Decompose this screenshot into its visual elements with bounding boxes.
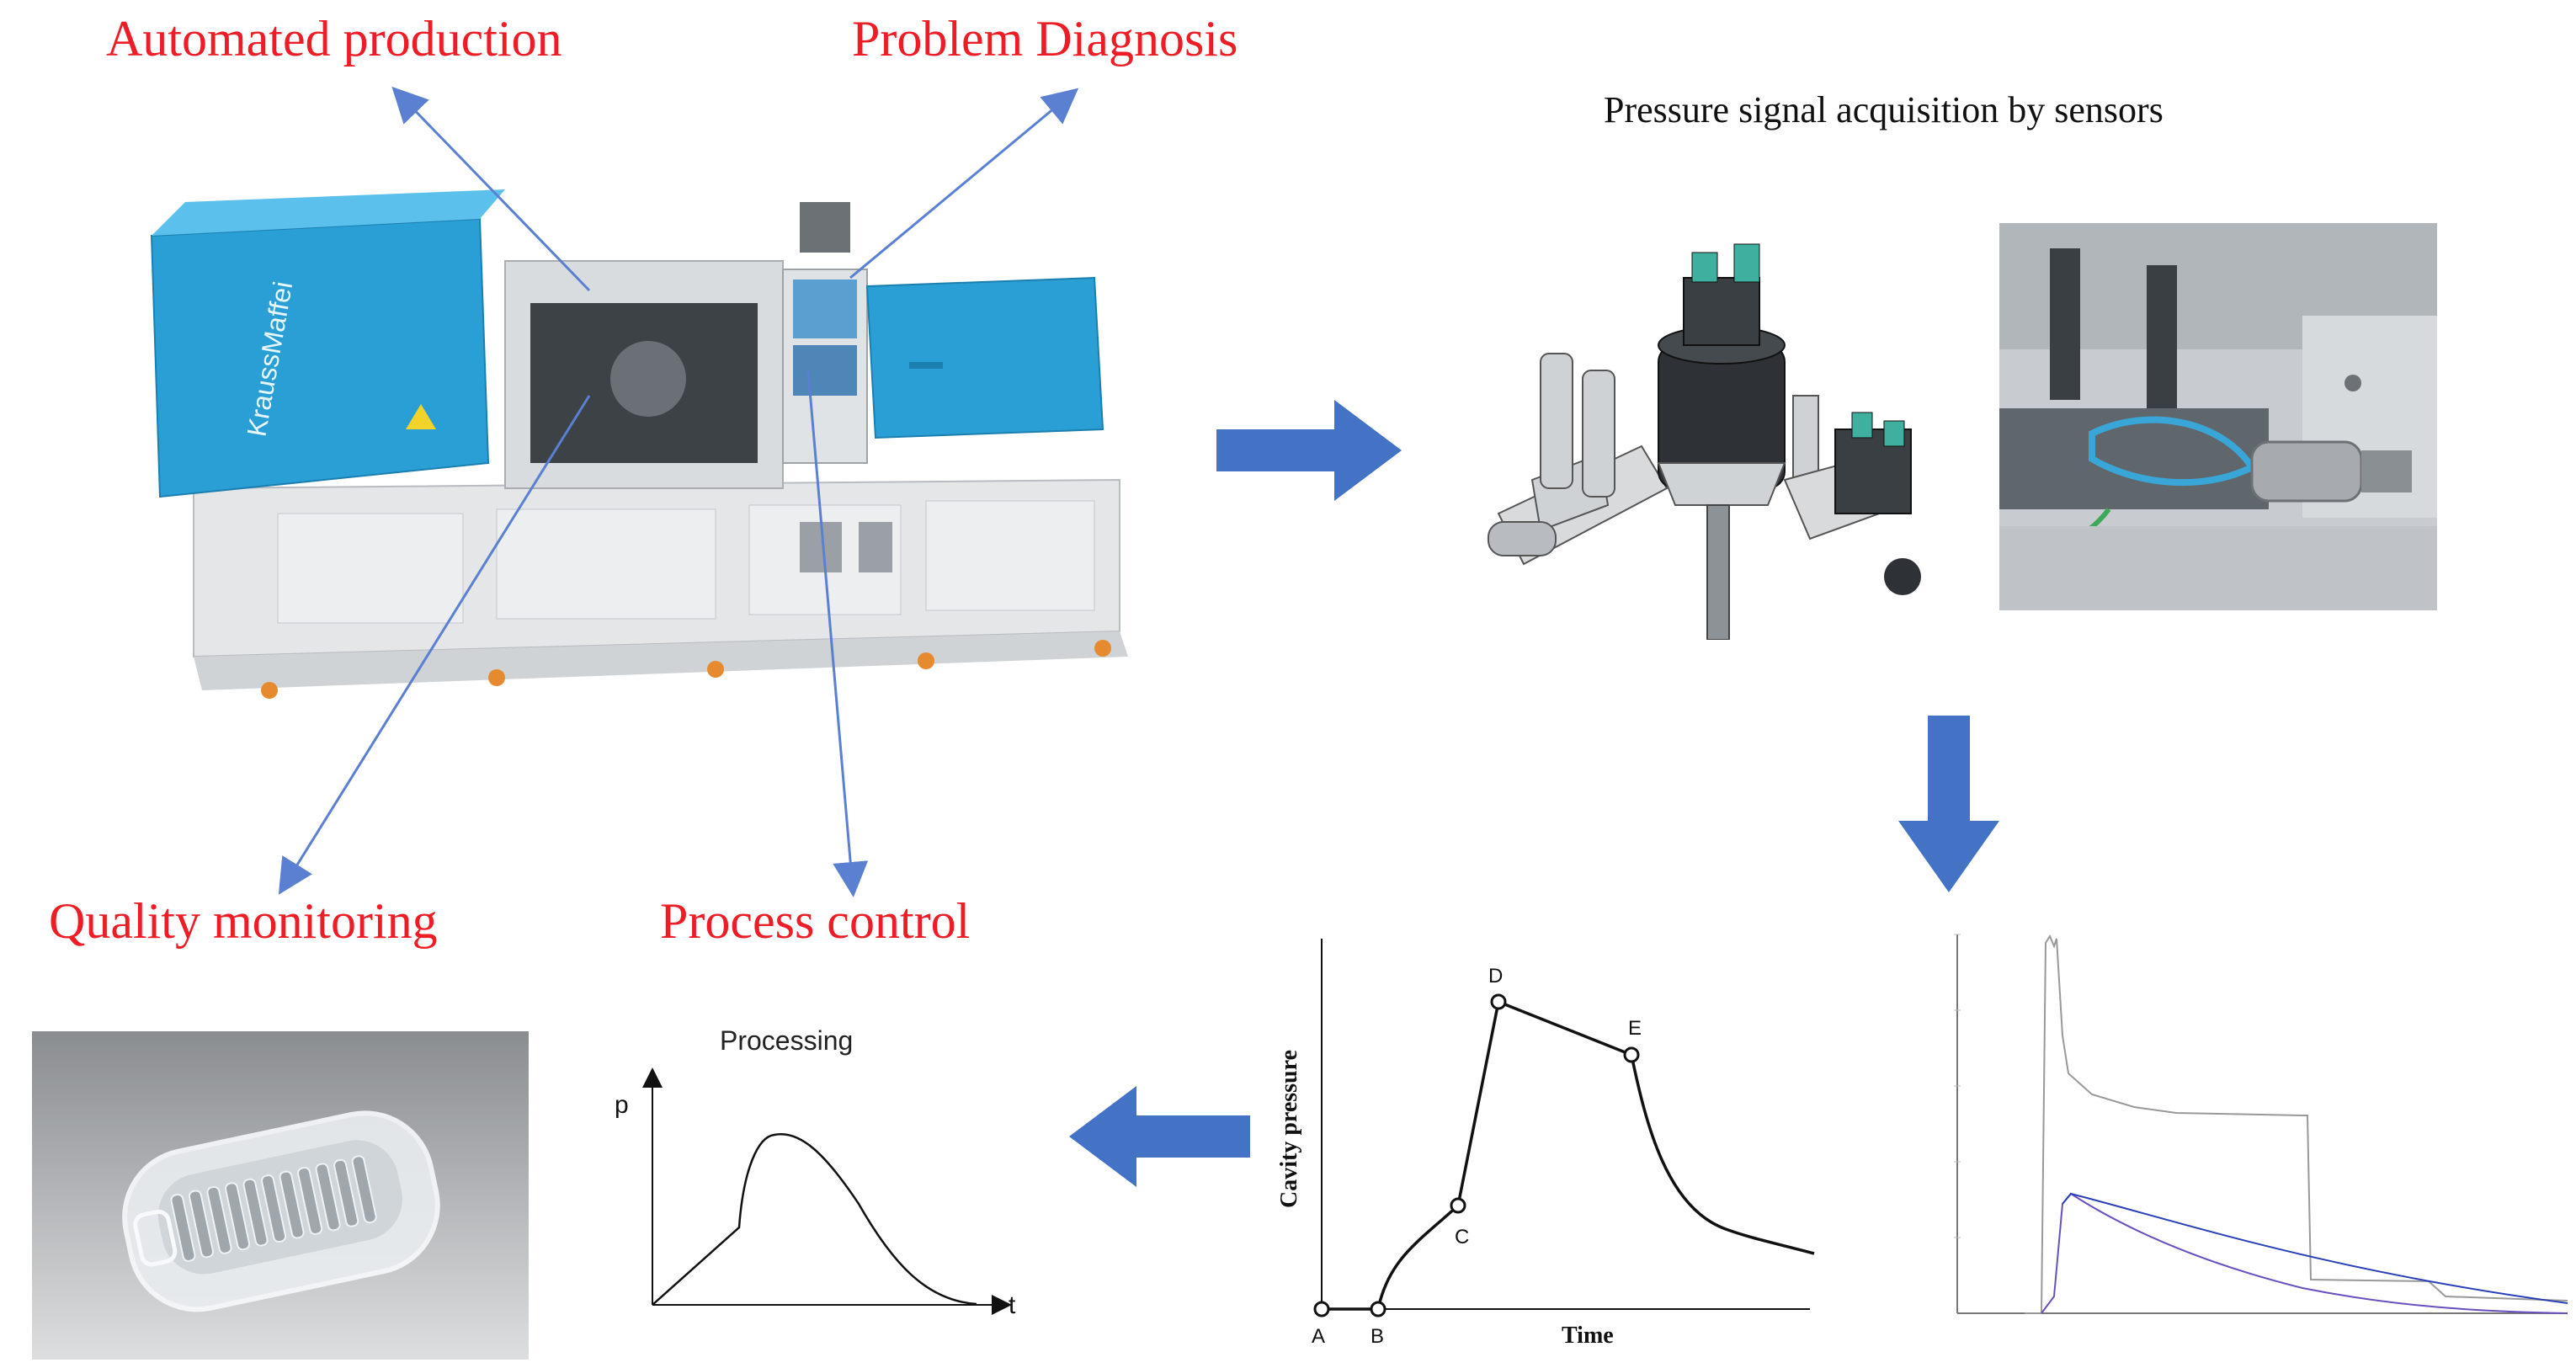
signal-cavity-trace (2062, 1192, 2568, 1304)
processing-title: Processing (720, 1025, 854, 1056)
pointer-process-control (806, 370, 869, 897)
sensor-signal-plot (1954, 934, 2568, 1314)
flow-arrow-left (1069, 1086, 1250, 1187)
cavity-x-label: Time (1562, 1323, 1614, 1349)
signal-raw-trace (2025, 934, 2568, 1314)
pointer-quality-monitoring (278, 395, 591, 895)
pressure-sensor-valve-illustration (1488, 243, 1921, 640)
cavity-pressure-curve (1322, 999, 1815, 1311)
processing-curve (652, 1132, 977, 1306)
cavity-label-e: E (1628, 1017, 1642, 1040)
processing-x-label: t (1009, 1291, 1016, 1319)
processing-curve-chart: p t (615, 1067, 1016, 1319)
pointer-automated-production (391, 86, 591, 292)
cavity-point-b (1370, 1301, 1386, 1317)
cavity-label-a: A (1312, 1325, 1325, 1348)
label-problem-diagnosis: Problem Diagnosis (852, 11, 1238, 67)
label-automated-production: Automated production (106, 11, 562, 67)
molded-part-photo (32, 1031, 529, 1360)
cavity-pressure-chart: Cavity pressure Time A B C D E (1276, 939, 1815, 1349)
cavity-point-d (1490, 993, 1507, 1010)
processing-y-label: p (615, 1091, 629, 1119)
label-process-control: Process control (660, 893, 971, 949)
label-quality-monitoring: Quality monitoring (49, 893, 438, 949)
cavity-label-c: C (1455, 1226, 1469, 1248)
mold-cavity-sensor-photo (1999, 223, 2437, 610)
cavity-label-d: D (1488, 965, 1503, 987)
cavity-y-label: Cavity pressure (1276, 1050, 1302, 1208)
label-pressure-acquisition: Pressure signal acquisition by sensors (1604, 89, 2164, 130)
injection-molding-machine-illustration: KraussMaffei (150, 189, 1128, 699)
flow-arrow-right (1216, 400, 1402, 501)
cavity-label-b: B (1370, 1325, 1384, 1348)
flow-arrow-down (1898, 716, 1999, 892)
signal-fit-trace (2041, 1192, 2568, 1314)
cavity-point-a (1313, 1301, 1330, 1317)
cavity-point-c (1450, 1197, 1466, 1214)
cavity-point-e (1623, 1046, 1640, 1063)
pointer-problem-diagnosis (849, 88, 1079, 279)
